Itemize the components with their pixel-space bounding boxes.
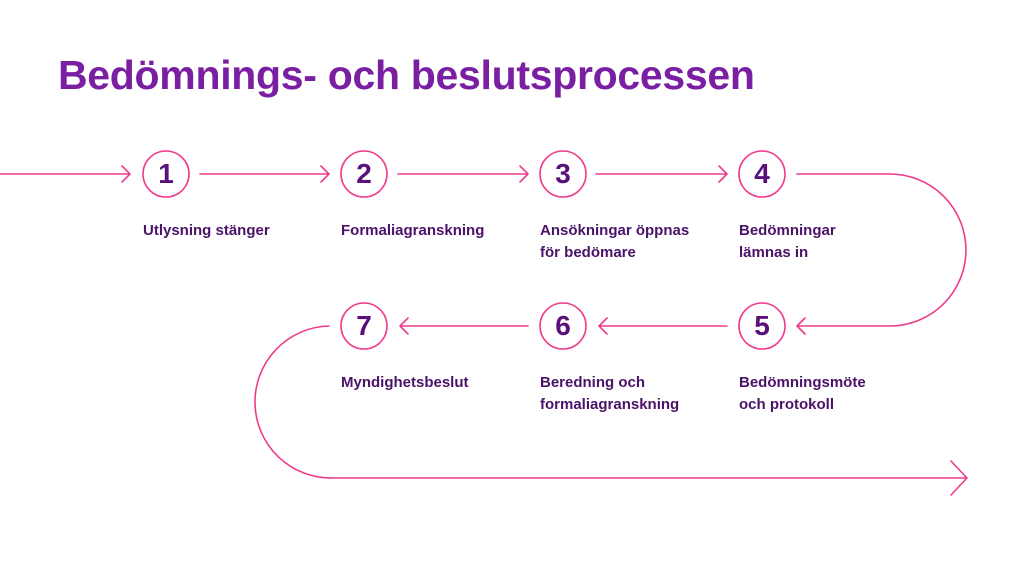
step-6-label-line: formaliagranskning — [540, 396, 680, 413]
page-title: Bedömnings- och beslutsprocessen — [58, 52, 755, 98]
step-7-label-line: Myndighetsbeslut — [341, 374, 469, 391]
arrow-4-5 — [796, 173, 967, 335]
step-3-circle — [539, 150, 587, 198]
step-5-label: Bedömningsmöte och protokoll — [739, 372, 909, 416]
step-5-label-line: Bedömningsmöte — [739, 374, 866, 391]
step-5-number: 5 — [754, 310, 770, 341]
step-2-circle — [340, 150, 388, 198]
step-4-number: 4 — [754, 158, 770, 189]
step-2-number: 2 — [356, 158, 372, 189]
step-2-label: Formaliagranskning — [341, 220, 511, 242]
entry-arrow — [0, 165, 131, 183]
step-4-label-line: lämnas in — [739, 244, 809, 261]
arrow-6-7 — [399, 317, 529, 335]
step-5-label-line: och protokoll — [739, 396, 834, 413]
step-4-circle — [738, 150, 786, 198]
step-2-label-line: Formaliagranskning — [341, 222, 485, 239]
step-7-number: 7 — [356, 310, 372, 341]
step-1-label: Utlysning stänger — [143, 220, 313, 242]
arrow-5-6 — [598, 317, 728, 335]
step-6-label: Beredning och formaliagranskning — [540, 372, 710, 416]
arrow-1-2 — [199, 165, 330, 183]
step-6-label-line: Beredning och — [540, 374, 646, 391]
step-3-label-line: Ansökningar öppnas — [540, 222, 690, 239]
step-1-circle — [142, 150, 190, 198]
step-3-number: 3 — [555, 158, 571, 189]
step-4-label: Bedömningar lämnas in — [739, 220, 909, 264]
step-1-label-line: Utlysning stänger — [143, 222, 270, 239]
step-6-circle — [539, 302, 587, 350]
step-6-number: 6 — [555, 310, 571, 341]
arrow-2-3 — [397, 165, 529, 183]
exit-arrow — [254, 325, 968, 496]
step-4-label-line: Bedömningar — [739, 222, 836, 239]
arrow-3-4 — [595, 165, 728, 183]
step-7-label: Myndighetsbeslut — [341, 372, 511, 394]
step-1-number: 1 — [158, 158, 174, 189]
step-7-circle — [340, 302, 388, 350]
step-5-circle — [738, 302, 786, 350]
step-3-label-line: för bedömare — [540, 244, 636, 261]
step-3-label: Ansökningar öppnas för bedömare — [540, 220, 710, 264]
